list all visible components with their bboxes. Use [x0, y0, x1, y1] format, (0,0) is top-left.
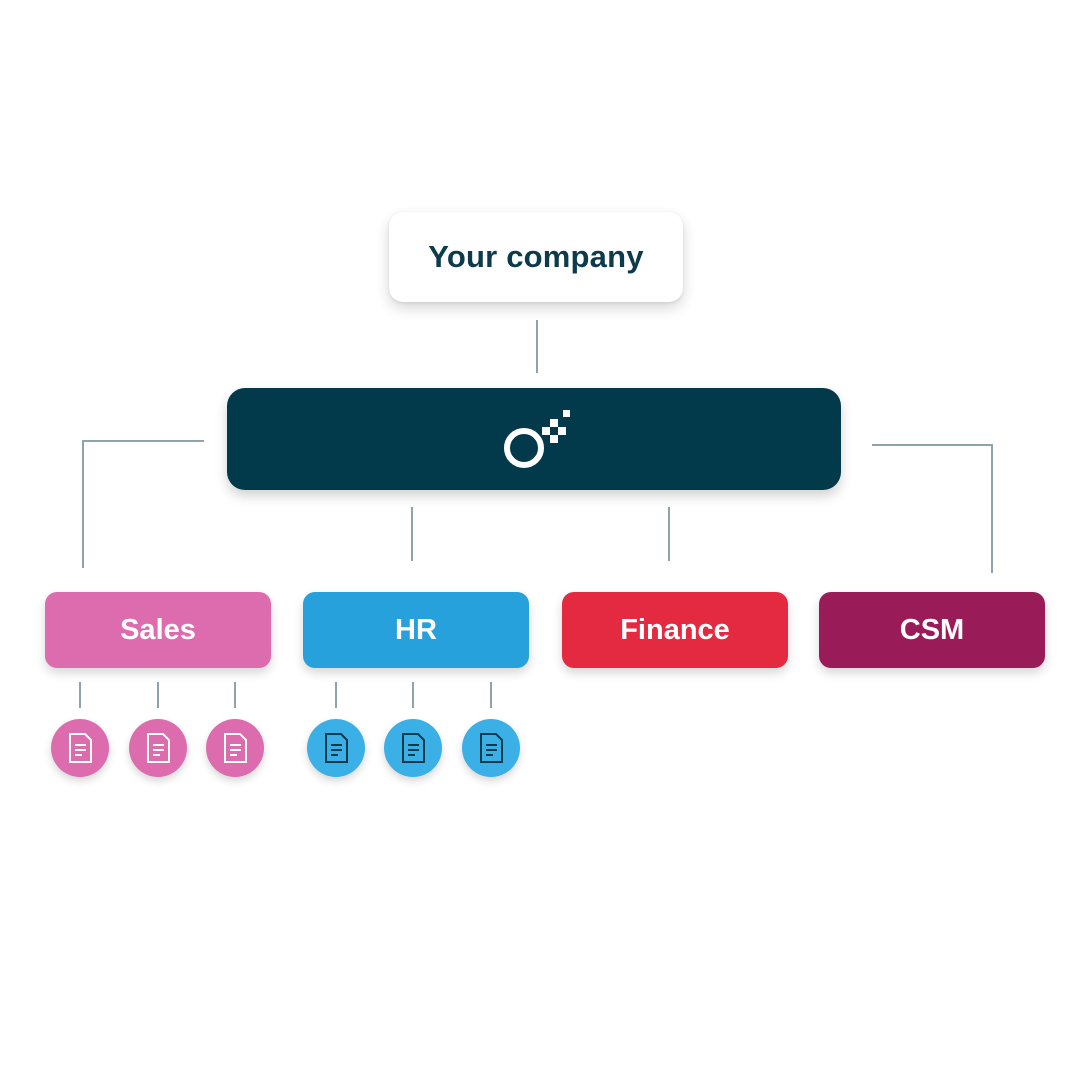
document-icon [69, 733, 92, 763]
platform-logo-icon [504, 410, 570, 468]
department-hr: HR [303, 592, 529, 668]
sales-document-3 [206, 719, 264, 777]
company-node: Your company [389, 212, 683, 302]
company-label: Your company [428, 239, 644, 274]
hr-document-2 [384, 719, 442, 777]
department-label: HR [395, 613, 437, 646]
connector-platform-sales [82, 440, 204, 568]
document-icon [402, 733, 425, 763]
department-label: Finance [620, 613, 730, 646]
sales-document-1 [51, 719, 109, 777]
platform-node [227, 388, 841, 490]
hr-document-1 [307, 719, 365, 777]
document-icon [325, 733, 348, 763]
document-icon [147, 733, 170, 763]
document-icon [480, 733, 503, 763]
department-label: Sales [120, 613, 196, 646]
hr-document-3 [462, 719, 520, 777]
department-csm: CSM [819, 592, 1045, 668]
connector-platform-csm [872, 444, 993, 573]
sales-document-2 [129, 719, 187, 777]
department-finance: Finance [562, 592, 788, 668]
department-label: CSM [899, 613, 965, 646]
document-icon [224, 733, 247, 763]
department-sales: Sales [45, 592, 271, 668]
